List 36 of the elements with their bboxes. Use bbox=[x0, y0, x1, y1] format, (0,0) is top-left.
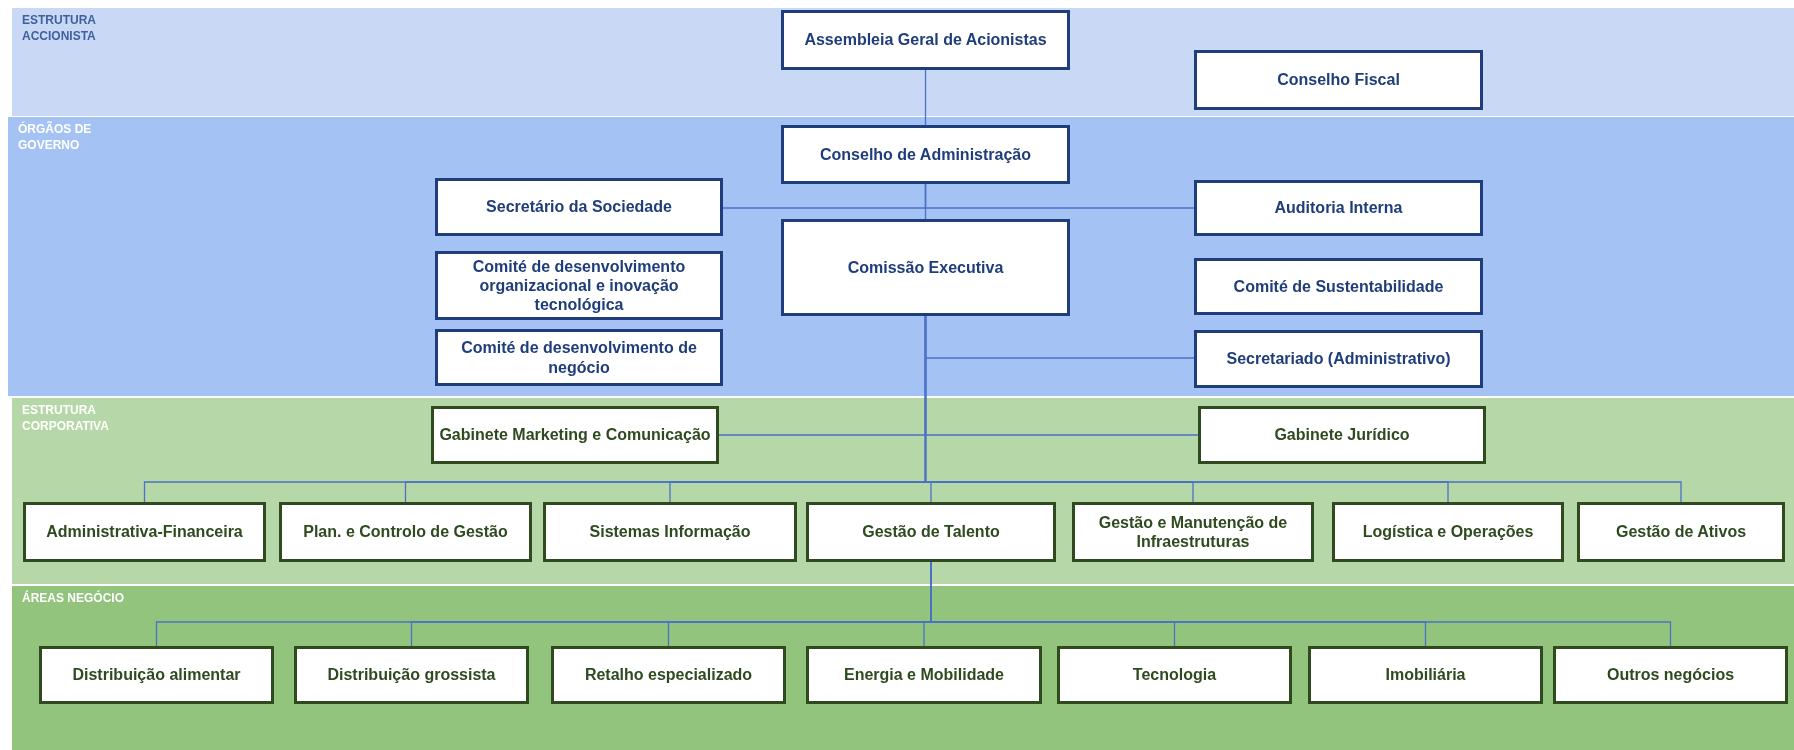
org-box: Outros negócios bbox=[1553, 646, 1788, 704]
org-box: Secretariado (Administrativo) bbox=[1194, 330, 1483, 388]
org-box: Energia e Mobilidade bbox=[806, 646, 1042, 704]
org-box: Imobiliária bbox=[1308, 646, 1543, 704]
section-label: ÁREAS NEGÓCIO bbox=[22, 590, 125, 607]
org-box: Sistemas Informação bbox=[543, 502, 797, 562]
org-box: Tecnologia bbox=[1057, 646, 1292, 704]
org-box: Assembleia Geral de Acionistas bbox=[781, 10, 1070, 70]
org-box: Distribuição grossista bbox=[294, 646, 529, 704]
org-box: Comité de desenvolvimento organizacional e inovação tecnológica bbox=[435, 251, 723, 320]
org-box: Comité de desenvolvimento de negócio bbox=[435, 329, 723, 386]
band-background bbox=[12, 8, 1794, 116]
org-box: Conselho Fiscal bbox=[1194, 50, 1483, 110]
org-box: Gestão de Ativos bbox=[1577, 502, 1785, 562]
org-box: Retalho especializado bbox=[551, 646, 786, 704]
connector-line bbox=[924, 69, 927, 126]
org-box: Auditoria Interna bbox=[1194, 180, 1483, 236]
org-box: Comissão Executiva bbox=[781, 219, 1070, 316]
org-box: Plan. e Controlo de Gestão bbox=[279, 502, 532, 562]
org-box: Conselho de Administração bbox=[781, 125, 1070, 184]
section-label: ESTRUTURA CORPORATIVA bbox=[22, 402, 110, 435]
org-box: Gestão e Manutenção de Infraestruturas bbox=[1072, 502, 1314, 562]
org-box: Comité de Sustentabilidade bbox=[1194, 258, 1483, 315]
org-box: Logística e Operações bbox=[1332, 502, 1564, 562]
band-background bbox=[12, 586, 1794, 750]
section-label: ÓRGÃOS DE GOVERNO bbox=[18, 121, 93, 154]
org-box: Distribuição alimentar bbox=[39, 646, 274, 704]
section-label: ESTRUTURA ACCIONISTA bbox=[22, 12, 97, 45]
org-box: Secretário da Sociedade bbox=[435, 178, 723, 236]
band-background bbox=[8, 117, 1794, 396]
org-box: Gestão de Talento bbox=[806, 502, 1056, 562]
org-box: Gabinete Marketing e Comunicação bbox=[431, 406, 719, 464]
connector-line bbox=[924, 183, 1195, 209]
org-box: Administrativa-Financeira bbox=[23, 502, 266, 562]
band-background bbox=[12, 398, 1794, 584]
org-box: Gabinete Jurídico bbox=[1198, 406, 1486, 464]
